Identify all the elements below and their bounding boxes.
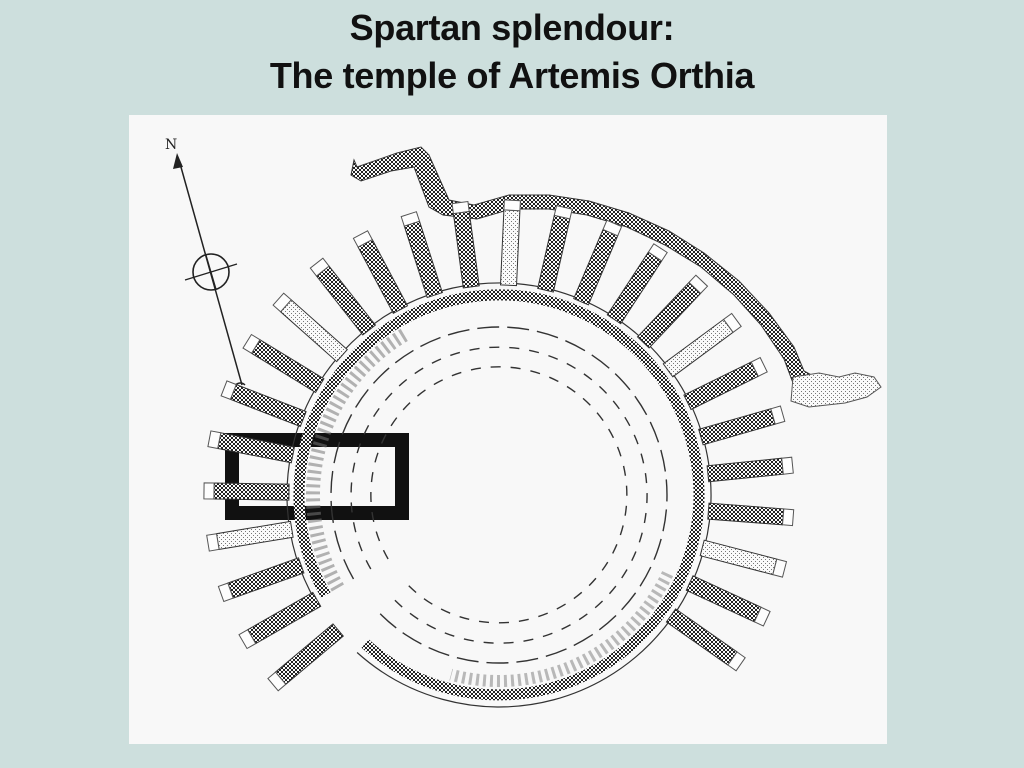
radial-wall-cap xyxy=(220,380,237,401)
radial-wall xyxy=(499,209,521,287)
seating-wall-edge xyxy=(286,282,712,708)
radial-wall-cap xyxy=(750,356,768,377)
radial-wall xyxy=(685,575,762,623)
radial-wall-cap xyxy=(267,671,287,692)
radial-wall-cap xyxy=(451,200,470,215)
title-line-1: Spartan splendour: xyxy=(349,7,675,48)
radial-wall-cap xyxy=(272,292,292,313)
radial-wall-cap xyxy=(203,482,215,500)
slide-title: Spartan splendour: The temple of Artemis… xyxy=(0,4,1024,100)
radial-wall-cap xyxy=(722,312,742,333)
arena-seating xyxy=(203,199,795,708)
radial-wall xyxy=(683,361,759,411)
radial-wall-cap xyxy=(309,257,330,277)
radial-wall-cap xyxy=(781,456,794,475)
radial-wall xyxy=(452,210,480,289)
radial-wall-cap xyxy=(647,243,668,262)
title-line-2: The temple of Artemis Orthia xyxy=(269,55,755,96)
radial-wall xyxy=(274,623,345,686)
radial-wall-cap xyxy=(602,219,623,237)
radial-wall xyxy=(662,318,734,378)
radial-wall xyxy=(279,299,349,363)
radial-wall-cap xyxy=(352,230,373,248)
radial-wall xyxy=(606,251,663,325)
radial-wall xyxy=(247,591,322,645)
radial-wall xyxy=(250,339,325,394)
radial-wall xyxy=(315,265,377,336)
radial-wall xyxy=(573,228,619,306)
radial-wall xyxy=(707,502,785,526)
seating-wall xyxy=(293,289,705,701)
radial-wall xyxy=(537,214,571,293)
radial-wall-cap xyxy=(242,333,261,354)
arena-ring xyxy=(350,346,648,644)
compass-north-label: N xyxy=(165,137,177,153)
radial-wall-cap xyxy=(400,211,421,227)
radial-wall xyxy=(636,281,702,349)
radial-wall-cap xyxy=(688,274,709,295)
arena-ring xyxy=(370,366,628,624)
radial-wall-cap xyxy=(207,430,222,450)
radial-wall-cap xyxy=(781,508,795,527)
radial-wall-cap xyxy=(553,205,573,220)
radial-wall xyxy=(215,520,294,550)
radial-wall-cap xyxy=(770,405,786,425)
radial-wall xyxy=(699,539,778,576)
radial-wall-cap xyxy=(753,606,771,627)
rough-stonework xyxy=(306,327,410,592)
radial-wall-cap xyxy=(238,629,257,650)
radial-wall-cap xyxy=(772,558,788,578)
radial-wall xyxy=(227,557,305,599)
radial-wall-cap xyxy=(727,651,746,672)
radial-wall-cap xyxy=(503,199,521,212)
radial-wall xyxy=(665,608,738,666)
temple-plan-image: N xyxy=(129,115,887,744)
radial-wall xyxy=(357,238,409,314)
radial-wall-cap xyxy=(217,582,234,603)
radial-wall xyxy=(213,482,290,501)
north-arrow-icon: N xyxy=(165,137,246,386)
radial-wall-cap xyxy=(206,533,220,552)
rough-stonework xyxy=(449,571,674,687)
radial-wall xyxy=(403,220,444,299)
radial-wall xyxy=(698,408,776,446)
radial-wall xyxy=(229,383,307,428)
radial-wall xyxy=(706,457,784,483)
arena-ring xyxy=(330,326,668,664)
